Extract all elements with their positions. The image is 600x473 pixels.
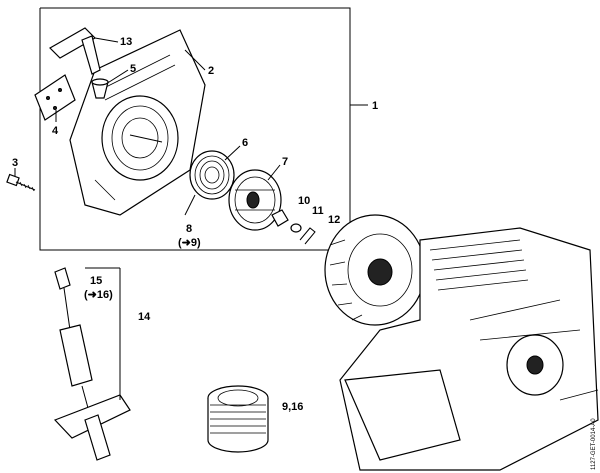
starter-rope-coil	[207, 385, 269, 453]
leader-7	[267, 164, 281, 181]
callout-10: 10	[298, 195, 310, 207]
callout-2: 2	[208, 65, 214, 77]
leader-6	[224, 145, 241, 161]
leader-13	[94, 37, 119, 43]
callout-1: 1	[372, 100, 378, 112]
engine-block	[339, 227, 599, 471]
screw	[6, 173, 36, 192]
document-code: 1127-GET-0014-A0	[591, 418, 597, 470]
callout-8: 8	[186, 223, 192, 235]
washer	[290, 223, 302, 233]
leader-5	[105, 69, 129, 85]
rope-guide-bushing	[91, 78, 109, 99]
plate	[34, 74, 76, 121]
rope-rotor	[228, 169, 282, 231]
callout-9-16: 9,16	[282, 401, 303, 413]
callout-8-ref: (➜9)	[178, 237, 201, 249]
rewind-spring	[184, 150, 235, 216]
hand-grip-assembly	[53, 267, 131, 461]
starter-cover	[69, 29, 206, 216]
callout-4: 4	[52, 125, 59, 137]
callout-12: 12	[328, 214, 340, 226]
callout-6: 6	[242, 137, 248, 149]
callout-5: 5	[130, 63, 136, 75]
callout-14: 14	[138, 311, 151, 323]
callout-3: 3	[12, 157, 18, 169]
callout-13: 13	[120, 36, 132, 48]
pawl	[271, 209, 289, 227]
spring-clip	[299, 227, 316, 245]
callout-15-ref: (➜16)	[84, 289, 113, 301]
starter-grip	[49, 27, 101, 75]
callout-15: 15	[90, 275, 102, 287]
flywheel	[324, 214, 426, 326]
leader-2	[184, 49, 206, 71]
callout-7: 7	[282, 156, 288, 168]
callout-11: 11	[312, 205, 324, 217]
